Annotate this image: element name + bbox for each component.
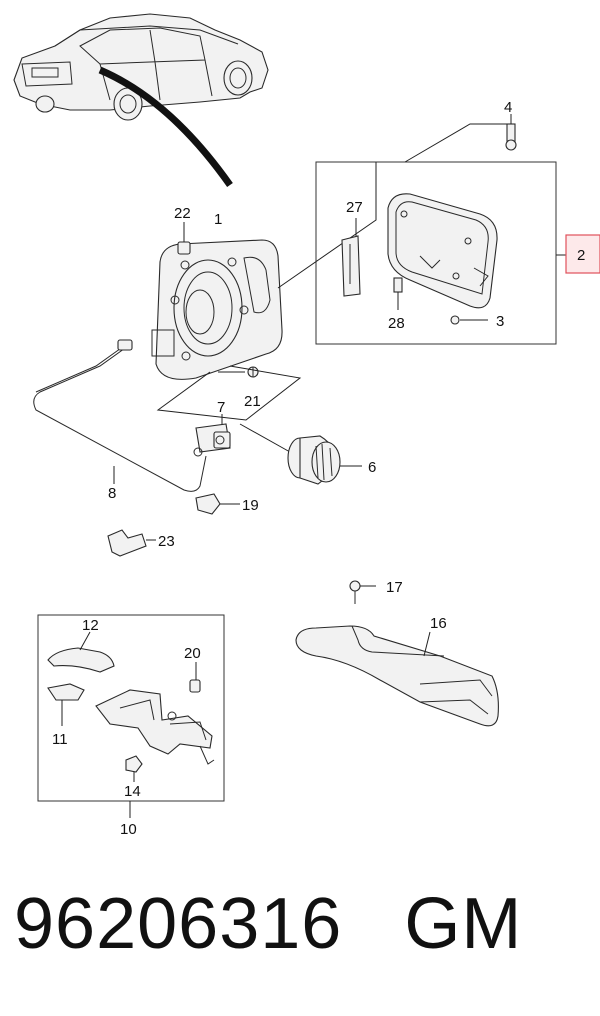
fuel-door-assembly-box <box>315 161 557 345</box>
lever-12 <box>47 631 115 673</box>
callout-27: 27 <box>346 199 363 216</box>
callout-23: 23 <box>158 533 175 550</box>
callout-21: 21 <box>244 393 261 410</box>
brand-name: GM <box>404 884 523 964</box>
screw-20 <box>189 662 201 693</box>
callout-19: 19 <box>242 497 259 514</box>
callout-6: 6 <box>368 459 376 476</box>
callout-2: 2 <box>577 247 585 264</box>
screw-17 <box>349 580 376 604</box>
nut-3 <box>450 315 488 325</box>
nut-14 <box>125 755 143 782</box>
callout-14: 14 <box>124 783 141 800</box>
callout-22: 22 <box>174 205 191 222</box>
car-illustration <box>13 13 269 188</box>
callout-8: 8 <box>108 485 116 502</box>
release-lever-assembly-box <box>37 614 225 802</box>
parts-diagram: 1 2 3 4 6 7 8 10 11 12 14 16 17 19 20 21… <box>13 13 600 838</box>
callout-17: 17 <box>386 579 403 596</box>
callout-16: 16 <box>430 615 447 632</box>
fuel-door-housing <box>151 239 283 380</box>
callout-1: 1 <box>214 211 222 228</box>
callout-12: 12 <box>82 617 99 634</box>
screw-4 <box>505 114 517 151</box>
bracket-10 <box>95 689 215 765</box>
callout-3: 3 <box>496 313 504 330</box>
callout-28: 28 <box>388 315 405 332</box>
screw-21 <box>218 366 259 378</box>
part-number: 96206316 <box>14 884 343 964</box>
plate-11 <box>47 683 85 726</box>
callout-11: 11 <box>52 731 68 748</box>
grommet-22 <box>177 222 191 255</box>
bracket-23 <box>107 529 156 557</box>
callout-4: 4 <box>504 99 512 116</box>
fuel-cap-6 <box>287 435 362 485</box>
release-cable-8 <box>33 339 207 492</box>
callout-10: 10 <box>120 821 137 838</box>
callout-labels: 1 2 3 4 6 7 8 10 11 12 14 16 17 19 20 21… <box>52 99 585 838</box>
callout-2-highlight <box>565 234 600 274</box>
clip-19 <box>195 493 240 515</box>
hinge-27 <box>341 218 361 297</box>
fuel-door-panel <box>387 193 498 309</box>
clip-28 <box>393 277 403 310</box>
splash-shield-16 <box>295 625 499 727</box>
callout-20: 20 <box>184 645 201 662</box>
callout-7: 7 <box>217 399 225 416</box>
actuator-7 <box>195 414 231 453</box>
